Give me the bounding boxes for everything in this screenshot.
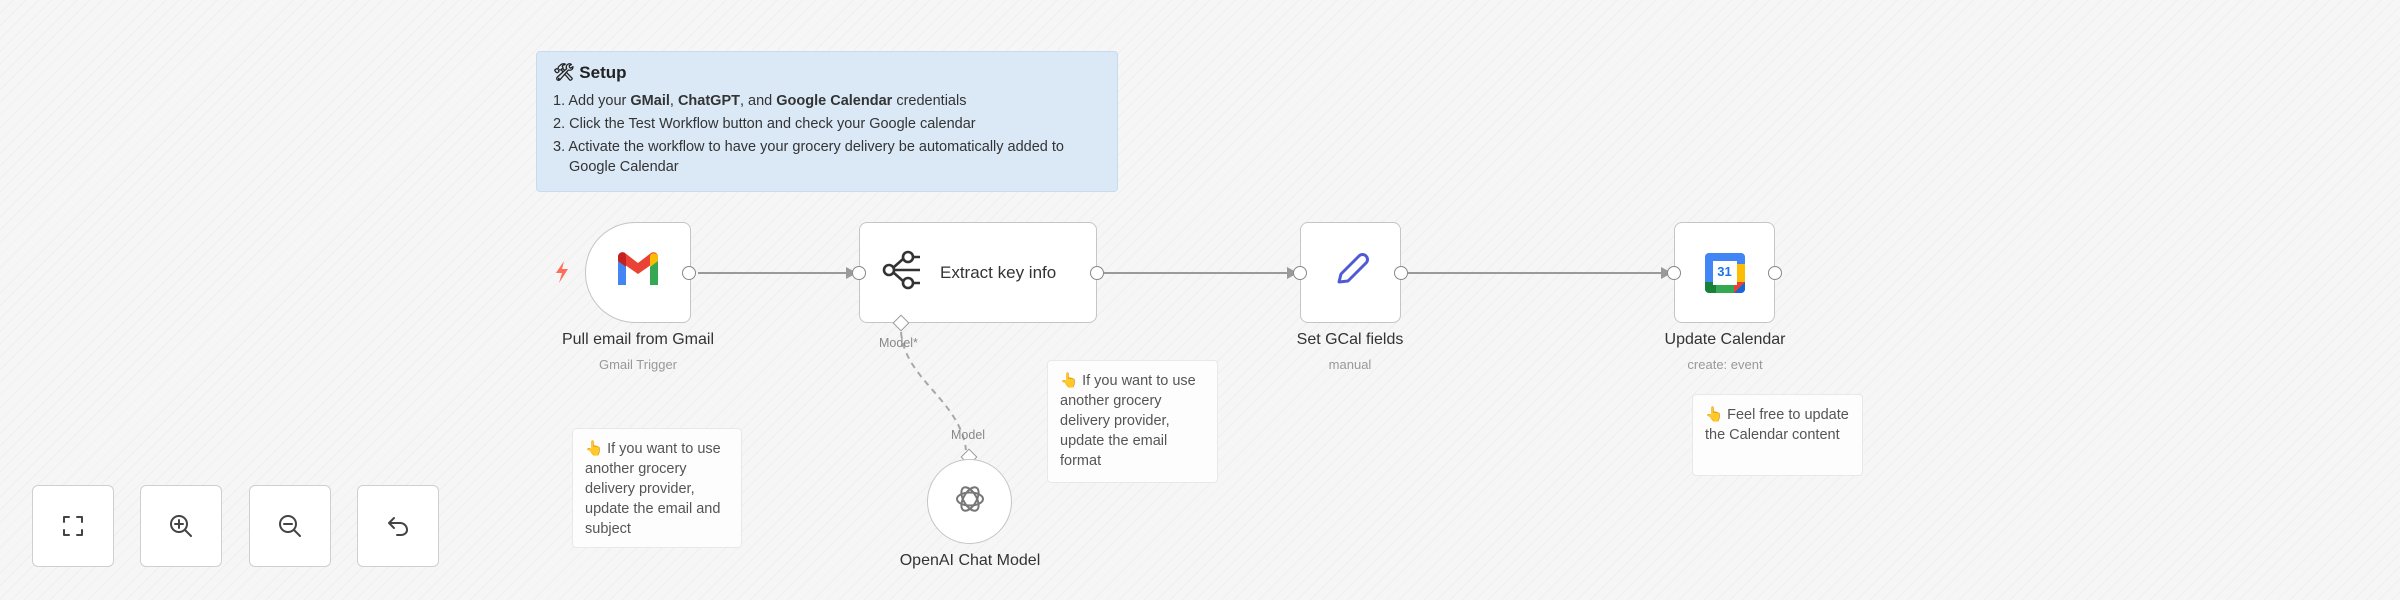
- reset-zoom-button[interactable]: [357, 485, 439, 567]
- setup-title: 🛠 Setup: [553, 63, 627, 82]
- extract-input-handle[interactable]: [852, 266, 866, 280]
- extract-node-title: Extract key info: [940, 262, 1057, 282]
- gmail-output-handle[interactable]: [682, 266, 696, 280]
- openai-icon: [953, 482, 987, 521]
- openai-model-port-label: Model: [951, 428, 986, 442]
- arrow-head: [1287, 267, 1298, 279]
- gmail-node-subtitle: Gmail Trigger: [598, 357, 678, 372]
- zoom-in-button[interactable]: [140, 485, 222, 567]
- google-calendar-icon: 31: [1704, 252, 1746, 294]
- arrow-head: [1661, 267, 1672, 279]
- arrow-head: [846, 267, 857, 279]
- gmail-node-title: Pull email from Gmail: [561, 331, 715, 348]
- zoom-out-icon: [279, 515, 301, 537]
- set-node-title: Set GCal fields: [1296, 331, 1404, 348]
- openai-node-title: OpenAI Chat Model: [899, 552, 1041, 569]
- node-gmail-trigger[interactable]: [585, 222, 691, 323]
- extract-model-port-label: Model*: [879, 336, 918, 350]
- calendar-node-subtitle: create: event: [1687, 357, 1763, 372]
- set-output-handle[interactable]: [1394, 266, 1408, 280]
- sticky-note-calendar[interactable]: 👆 Feel free to update the Calendar conte…: [1692, 394, 1863, 476]
- set-input-handle[interactable]: [1293, 266, 1307, 280]
- setup-note[interactable]: 🛠 Setup 1. Add your GMail, ChatGPT, and …: [536, 51, 1118, 192]
- node-update-calendar[interactable]: 31: [1674, 222, 1775, 323]
- trigger-bolt-icon: [553, 260, 571, 284]
- fit-view-button[interactable]: [32, 485, 114, 567]
- pen-icon: [1331, 250, 1371, 295]
- setup-step-1: 1. Add your GMail, ChatGPT, and Google C…: [553, 93, 967, 109]
- zoom-in-icon: [170, 515, 192, 537]
- node-set-gcal-fields[interactable]: [1300, 222, 1401, 323]
- setup-step-2: 2. Click the Test Workflow button and ch…: [553, 116, 976, 132]
- node-openai-chat-model[interactable]: [927, 459, 1012, 544]
- sticky-note-extract[interactable]: 👆 If you want to use another grocery del…: [1047, 360, 1218, 483]
- undo-icon: [388, 517, 408, 536]
- calendar-output-handle[interactable]: [1768, 266, 1782, 280]
- calendar-day-text: 31: [1717, 263, 1732, 279]
- set-node-subtitle: manual: [1328, 357, 1372, 372]
- calendar-input-handle[interactable]: [1667, 266, 1681, 280]
- setup-step-3: 3. Activate the workflow to have your gr…: [553, 139, 1064, 175]
- fit-view-icon: [63, 516, 83, 536]
- node-extract-key-info[interactable]: Extract key info: [859, 222, 1097, 323]
- setup-steps: 1. Add your GMail, ChatGPT, and Google C…: [553, 91, 1101, 177]
- information-extractor-icon: [882, 250, 926, 295]
- gmail-icon: [615, 252, 661, 293]
- calendar-node-title: Update Calendar: [1664, 331, 1786, 348]
- connection-model[interactable]: [900, 331, 967, 451]
- sticky-note-gmail[interactable]: 👆 If you want to use another grocery del…: [572, 428, 742, 548]
- extract-output-handle[interactable]: [1090, 266, 1104, 280]
- zoom-out-button[interactable]: [249, 485, 331, 567]
